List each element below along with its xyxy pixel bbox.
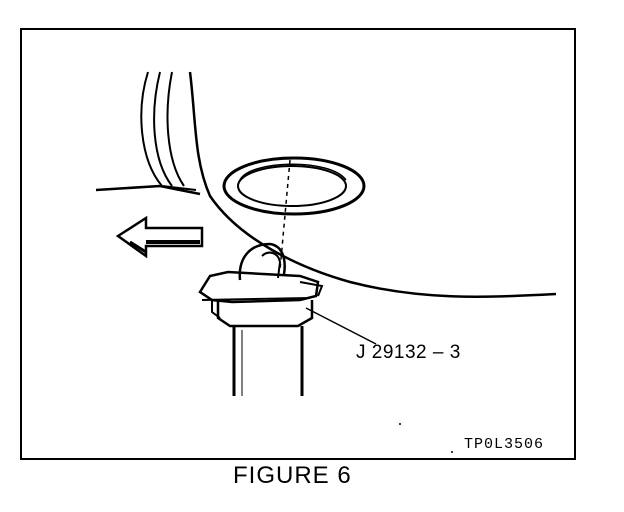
- hose-clamp-tool-icon: [198, 242, 324, 396]
- speck-mark: [399, 423, 401, 425]
- figure-frame: [20, 28, 576, 460]
- figure-caption: FIGURE 6: [233, 462, 352, 489]
- tank-outline: [95, 71, 557, 298]
- leader-line: [305, 307, 377, 345]
- reference-code: TP0L3506: [464, 436, 545, 453]
- direction-arrow-icon: [115, 215, 204, 259]
- filler-opening: [222, 156, 366, 216]
- speck-mark: [451, 451, 453, 453]
- part-number-label: J 29132 – 3: [356, 342, 461, 363]
- center-line: [279, 159, 291, 271]
